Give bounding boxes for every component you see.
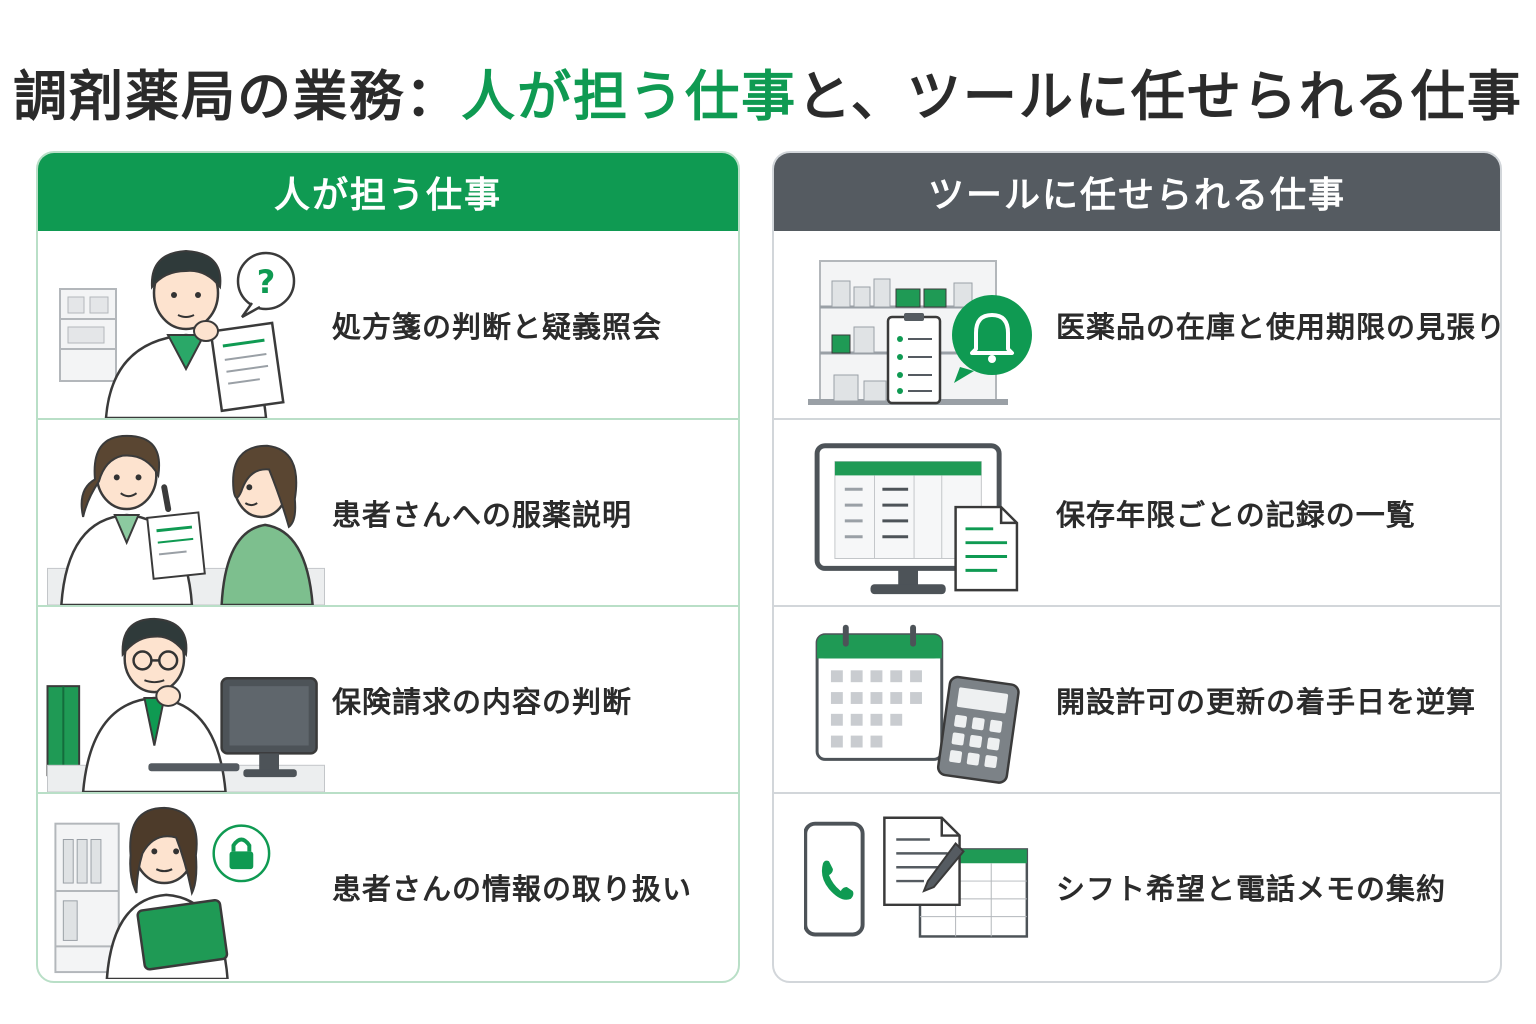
pharmacist-computer-icon [46,617,325,792]
task-label: 患者さんの情報の取り扱い [332,871,693,906]
task-label: シフト希望と電話メモの集約 [1056,871,1447,906]
tool-tasks-panel: ツールに任せられる仕事 医薬 [772,151,1502,983]
list-item: 医薬品の在庫と使用期限の見張り [774,231,1500,418]
patient-counseling-icon [47,434,325,605]
list-item: シフト希望と電話メモの集約 [774,792,1500,979]
list-item: 保険請求の内容の判断 [38,605,738,792]
list-item: 患者さんへの服薬説明 [38,418,738,605]
task-label: 保険請求の内容の判断 [332,684,633,719]
task-label: 患者さんへの服薬説明 [332,497,633,532]
svg-text:?: ? [257,263,276,301]
tool-tasks-header: ツールに任せられる仕事 [774,153,1500,231]
monitor-sheet-icon [814,443,1019,595]
task-label: 医薬品の在庫と使用期限の見張り [1056,309,1502,344]
shelf-bell-icon [808,260,1032,405]
phone-memo-sheet-icon [804,816,1029,938]
list-item: ? 処方箋の判断と疑義照会 [38,231,738,418]
human-tasks-header: 人が担う仕事 [38,153,738,231]
human-tasks-panel: 人が担う仕事 ? 処方箋 [36,151,740,983]
task-label: 開設許可の更新の着手日を逆算 [1056,684,1477,719]
pharmacist-question-icon: ? [59,249,296,418]
pharmacist-lock-icon [54,806,271,979]
list-item: 保存年限ごとの記録の一覧 [774,418,1500,605]
list-item: 開設許可の更新の着手日を逆算 [774,605,1500,792]
task-label: 処方箋の判断と疑義照会 [332,309,663,344]
page-title: 調剤薬局の業務：人が担う仕事と、ツールに任せられる仕事 [13,65,1523,128]
calendar-calculator-icon [815,624,1020,784]
task-label: 保存年限ごとの記録の一覧 [1056,497,1416,532]
list-item: 患者さんの情報の取り扱い [38,792,738,979]
